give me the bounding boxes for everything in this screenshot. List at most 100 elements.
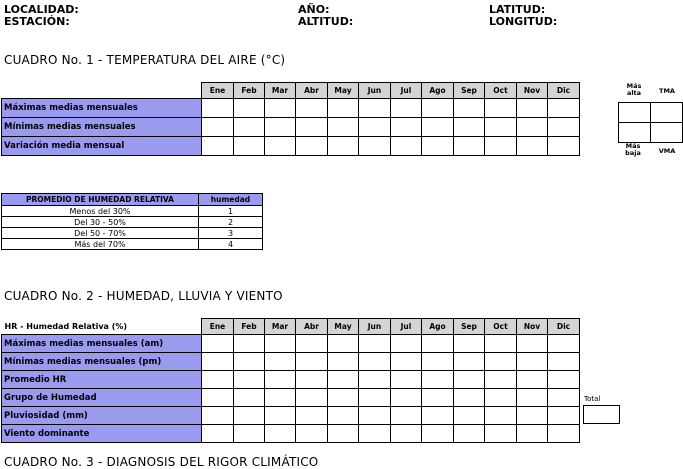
total-input[interactable]: [583, 405, 620, 424]
input-cell[interactable]: [233, 388, 265, 407]
input-cell[interactable]: [201, 334, 234, 353]
input-cell[interactable]: [327, 334, 359, 353]
input-cell[interactable]: [516, 370, 548, 389]
input-cell[interactable]: [516, 98, 548, 118]
input-cell[interactable]: [233, 117, 265, 137]
input-cell[interactable]: [618, 122, 651, 143]
input-cell[interactable]: [516, 352, 548, 371]
input-cell[interactable]: [358, 370, 391, 389]
input-cell[interactable]: [295, 117, 328, 137]
input-cell[interactable]: [516, 406, 548, 425]
input-cell[interactable]: [264, 136, 296, 156]
input-cell[interactable]: [650, 122, 683, 143]
input-cell[interactable]: [484, 406, 517, 425]
input-cell[interactable]: [516, 388, 548, 407]
input-cell[interactable]: [358, 98, 391, 118]
input-cell[interactable]: [516, 136, 548, 156]
input-cell[interactable]: [516, 424, 548, 443]
input-cell[interactable]: [484, 352, 517, 371]
input-cell[interactable]: [233, 136, 265, 156]
input-cell[interactable]: [358, 136, 391, 156]
input-cell[interactable]: [327, 406, 359, 425]
input-cell[interactable]: [390, 136, 422, 156]
input-cell[interactable]: [421, 352, 454, 371]
input-cell[interactable]: [390, 352, 422, 371]
input-cell[interactable]: [201, 388, 234, 407]
input-cell[interactable]: [233, 98, 265, 118]
input-cell[interactable]: [201, 352, 234, 371]
input-cell[interactable]: [264, 388, 296, 407]
input-cell[interactable]: [327, 117, 359, 137]
input-cell[interactable]: [390, 370, 422, 389]
input-cell[interactable]: [295, 334, 328, 353]
input-cell[interactable]: [421, 370, 454, 389]
input-cell[interactable]: [390, 334, 422, 353]
input-cell[interactable]: [547, 406, 580, 425]
input-cell[interactable]: [233, 406, 265, 425]
input-cell[interactable]: [421, 388, 454, 407]
input-cell[interactable]: [327, 388, 359, 407]
input-cell[interactable]: [484, 370, 517, 389]
input-cell[interactable]: [484, 334, 517, 353]
input-cell[interactable]: [453, 98, 485, 118]
input-cell[interactable]: [453, 136, 485, 156]
input-cell[interactable]: [650, 102, 683, 123]
input-cell[interactable]: [453, 334, 485, 353]
input-cell[interactable]: [484, 117, 517, 137]
input-cell[interactable]: [264, 370, 296, 389]
input-cell[interactable]: [547, 352, 580, 371]
input-cell[interactable]: [547, 388, 580, 407]
input-cell[interactable]: [327, 136, 359, 156]
input-cell[interactable]: [358, 424, 391, 443]
input-cell[interactable]: [618, 102, 651, 123]
input-cell[interactable]: [295, 352, 328, 371]
input-cell[interactable]: [547, 117, 580, 137]
input-cell[interactable]: [516, 117, 548, 137]
input-cell[interactable]: [327, 370, 359, 389]
input-cell[interactable]: [233, 334, 265, 353]
input-cell[interactable]: [233, 352, 265, 371]
input-cell[interactable]: [264, 117, 296, 137]
input-cell[interactable]: [295, 136, 328, 156]
input-cell[interactable]: [453, 424, 485, 443]
input-cell[interactable]: [327, 352, 359, 371]
input-cell[interactable]: [421, 406, 454, 425]
input-cell[interactable]: [547, 136, 580, 156]
input-cell[interactable]: [421, 136, 454, 156]
input-cell[interactable]: [233, 370, 265, 389]
input-cell[interactable]: [453, 352, 485, 371]
input-cell[interactable]: [547, 370, 580, 389]
input-cell[interactable]: [201, 370, 234, 389]
input-cell[interactable]: [390, 117, 422, 137]
input-cell[interactable]: [421, 334, 454, 353]
input-cell[interactable]: [295, 370, 328, 389]
input-cell[interactable]: [358, 117, 391, 137]
input-cell[interactable]: [201, 136, 234, 156]
input-cell[interactable]: [327, 98, 359, 118]
input-cell[interactable]: [264, 424, 296, 443]
input-cell[interactable]: [264, 98, 296, 118]
input-cell[interactable]: [421, 98, 454, 118]
input-cell[interactable]: [453, 370, 485, 389]
input-cell[interactable]: [264, 406, 296, 425]
input-cell[interactable]: [547, 334, 580, 353]
input-cell[interactable]: [295, 424, 328, 443]
input-cell[interactable]: [390, 406, 422, 425]
input-cell[interactable]: [201, 117, 234, 137]
input-cell[interactable]: [358, 334, 391, 353]
input-cell[interactable]: [390, 424, 422, 443]
input-cell[interactable]: [453, 388, 485, 407]
input-cell[interactable]: [264, 352, 296, 371]
input-cell[interactable]: [484, 136, 517, 156]
input-cell[interactable]: [264, 334, 296, 353]
input-cell[interactable]: [295, 388, 328, 407]
input-cell[interactable]: [484, 424, 517, 443]
input-cell[interactable]: [201, 98, 234, 118]
input-cell[interactable]: [484, 98, 517, 118]
input-cell[interactable]: [358, 352, 391, 371]
input-cell[interactable]: [201, 406, 234, 425]
input-cell[interactable]: [233, 424, 265, 443]
input-cell[interactable]: [390, 388, 422, 407]
input-cell[interactable]: [547, 424, 580, 443]
input-cell[interactable]: [453, 406, 485, 425]
